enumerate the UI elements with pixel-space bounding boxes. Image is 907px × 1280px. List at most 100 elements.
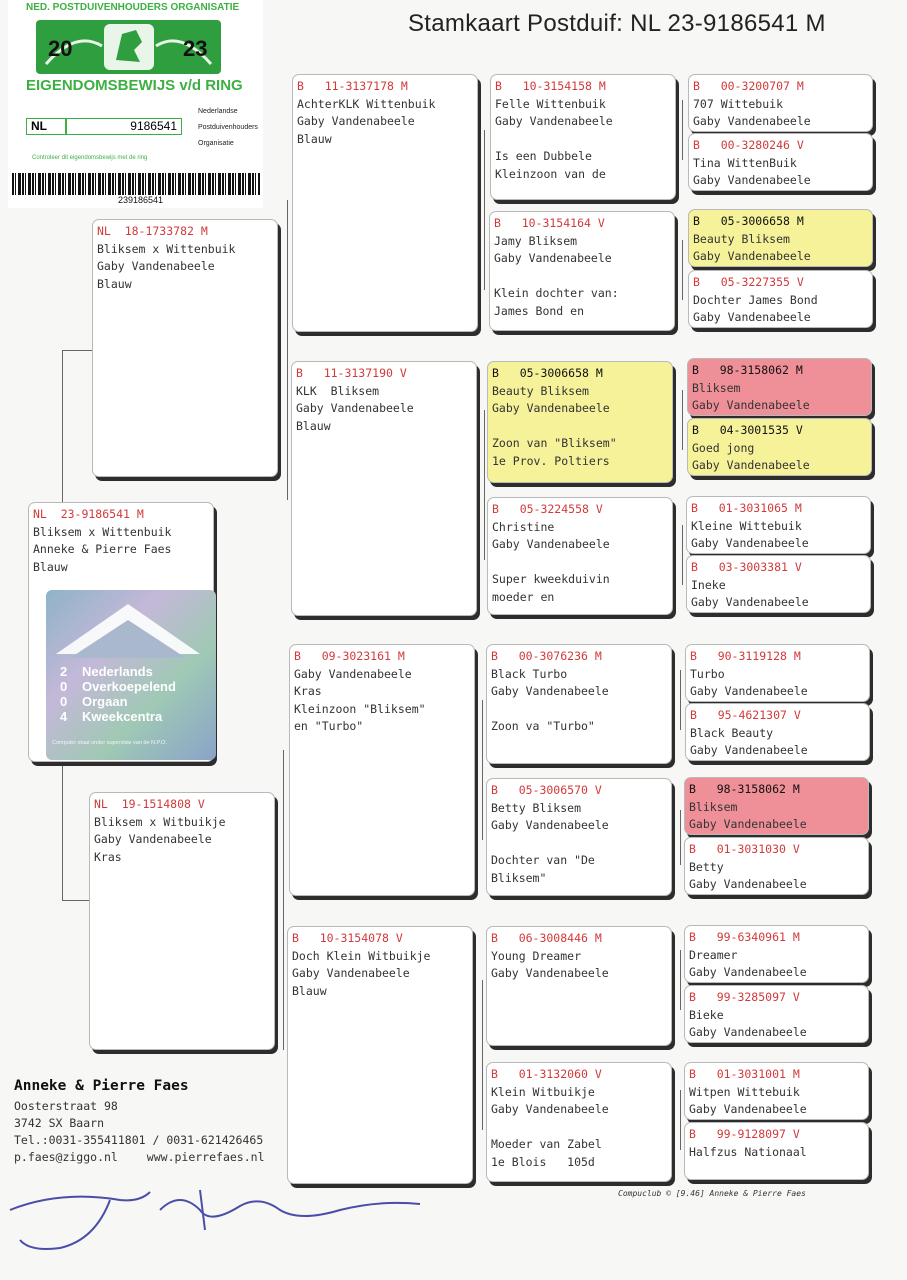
ring-number: B 01-3031065 M <box>691 501 802 515</box>
cert-organisation: NED. POSTDUIVENHOUDERS ORGANISATIE <box>26 2 240 13</box>
pigeon-line: KLK Bliksem <box>296 383 380 398</box>
pigeon-line: Gaby Vandenabeele <box>296 401 414 415</box>
ring-number: B 05-3006570 V <box>491 783 602 797</box>
software-footer: Compuclub © [9.46] Anneke & Pierre Faes <box>618 1189 806 1198</box>
pigeon-line: Dochter James Bond <box>693 292 818 307</box>
pigeon-card-gen4: B 01-3132060 V Klein Witbuikje Gaby Vand… <box>486 1062 672 1182</box>
ring-number: B 05-3006658 M <box>693 214 804 228</box>
pigeon-card-gen4-highlight: B 05-3006658 M Beauty Bliksem Gaby Vande… <box>487 361 673 483</box>
ring-number: B 98-3158062 M <box>689 782 800 796</box>
pigeon-card-gen5-highlight: B 98-3158062 M Bliksem Gaby Vandenabeele <box>684 777 869 835</box>
pigeon-card-gen5: B 00-3280246 V Tina WittenBuik Gaby Vand… <box>688 133 873 191</box>
pigeon-line: Gaby Vandenabeele <box>297 114 415 128</box>
ring-number: B 06-3008446 M <box>491 931 602 945</box>
pigeon-line: Bieke <box>689 1007 724 1022</box>
cert-npo-lines: Nederlandse Postduivenhouders Organisati… <box>198 104 258 152</box>
connector-line <box>680 1090 681 1150</box>
ring-number: B 00-3280246 V <box>693 138 804 152</box>
owner-block: Anneke & Pierre Faes Oosterstraat 98 374… <box>14 1078 265 1166</box>
spacer <box>491 1119 667 1137</box>
pigeon-line: Turbo <box>690 666 725 681</box>
cert-ring-number: 9186541 <box>66 118 182 135</box>
ring-number: B 90-3119128 M <box>690 649 801 663</box>
pigeon-line: Gaby Vandenabeele <box>690 684 808 698</box>
pigeon-card-gen5: B 95-4621307 V Black Beauty Gaby Vandena… <box>685 703 870 761</box>
pigeon-line: Gaby Vandenabeele <box>292 966 410 980</box>
connector-line <box>482 700 483 840</box>
ring-number: B 01-3132060 V <box>491 1067 602 1081</box>
pigeon-line: Bliksem <box>689 799 738 814</box>
pigeon-card-gen3: B 11-3137178 M AchterKLK Wittenbuik Gaby… <box>292 74 478 332</box>
pigeon-line: Blauw <box>292 983 327 998</box>
owner-contact: p.faes@ziggo.nl www.pierrefaes.nl <box>14 1149 265 1166</box>
ring-number: B 99-9128097 V <box>689 1127 800 1141</box>
ring-number: B 03-3003381 V <box>691 560 802 574</box>
ring-number: B 11-3137178 M <box>297 79 408 93</box>
pigeon-line: Gaby Vandenabeele <box>294 666 412 681</box>
pigeon-line: Gaby Vandenabeele <box>689 965 807 979</box>
pigeon-card-gen3: B 11-3137190 V KLK Bliksem Gaby Vandenab… <box>291 361 477 616</box>
pigeon-card-gen4: B 10-3154164 V Jamy Bliksem Gaby Vandena… <box>489 211 675 331</box>
pigeon-line: Gaby Vandenabeele <box>693 173 811 187</box>
pigeon-line: Gaby Vandenabeele <box>492 401 610 415</box>
cert-control-note: Controleer dit eigendomsbewijs met de ri… <box>32 155 148 161</box>
sticker-control: Computer staat onder supervisie van de N… <box>52 740 167 746</box>
pigeon-card-gen5: B 01-3031001 M Witpen Wittebuik Gaby Van… <box>684 1062 869 1120</box>
pigeon-line: Felle Wittenbuik <box>495 96 606 111</box>
npo-line: Postduivenhouders <box>198 124 258 131</box>
connector-line <box>682 100 683 160</box>
ring-number: B 01-3031030 V <box>689 842 800 856</box>
pigeon-card-gen5-highlight: B 98-3158062 M Bliksem Gaby Vandenabeele <box>687 358 872 416</box>
ring-number: B 00-3076236 M <box>491 649 602 663</box>
pigeon-line: en "Turbo" <box>294 719 364 733</box>
pigeon-line: Anneke & Pierre Faes <box>33 542 172 556</box>
year-digit: 0 <box>60 679 68 694</box>
pigeon-card-gen5: B 05-3227355 V Dochter James Bond Gaby V… <box>688 270 873 328</box>
pigeon-line: Kras <box>94 849 122 864</box>
connector-line <box>62 350 94 351</box>
owner-city: 3742 SX Baarn <box>14 1116 105 1130</box>
pigeon-card-gen4: B 00-3076236 M Black Turbo Gaby Vandenab… <box>486 644 672 764</box>
pigeon-card-gen5-highlight: B 04-3001535 V Goed jong Gaby Vandenabee… <box>687 418 872 476</box>
sticker-line: Orgaan <box>82 694 128 709</box>
pigeon-line: 707 Wittebuik <box>693 96 784 111</box>
ring-number: B 05-3227355 V <box>693 275 804 289</box>
pigeon-line: Kleinzoon "Bliksem" <box>294 701 426 716</box>
pigeon-line: Christine <box>492 519 555 534</box>
ring-number: NL 19-1514808 V <box>94 797 205 811</box>
pigeon-line: Betty Bliksem <box>491 800 582 815</box>
pigeon-line: Is een Dubbele <box>495 149 592 163</box>
pigeon-line: Doch Klein Witbuikje <box>292 948 431 963</box>
pigeon-line: Gaby Vandenabeele <box>495 114 613 128</box>
connector-line <box>484 410 485 560</box>
pigeon-card-gen4: B 06-3008446 M Young Dreamer Gaby Vanden… <box>486 926 672 1046</box>
pigeon-card-gen5-highlight: B 05-3006658 M Beauty Bliksem Gaby Vande… <box>688 209 873 267</box>
pigeon-line: Gaby Vandenabeele <box>491 684 609 698</box>
hologram-sticker: 2 0 0 4 Nederlands Overkoepelend Orgaan … <box>46 590 216 760</box>
pigeon-line: Bliksem <box>692 380 741 395</box>
pigeon-card-gen4: B 10-3154158 M Felle Wittenbuik Gaby Van… <box>490 74 676 200</box>
pigeon-line: Bliksem x Witbuikje <box>94 814 226 829</box>
spacer <box>491 835 667 853</box>
connector-line <box>682 525 683 585</box>
ring-number: B 01-3031001 M <box>689 1067 800 1081</box>
pigeon-card-gen3: B 09-3023161 M Gaby Vandenabeele Kras Kl… <box>289 644 475 896</box>
npo-line: Organisatie <box>198 140 234 147</box>
pigeon-card-gen5: B 99-6340961 M Dreamer Gaby Vandenabeele <box>684 925 869 983</box>
connector-line <box>680 670 681 730</box>
pigeon-line: Blauw <box>97 276 132 291</box>
pigeon-line: Gaby Vandenabeele <box>689 877 807 891</box>
connector-line <box>62 900 90 901</box>
cert-country: NL <box>26 118 66 135</box>
pigeon-line: Black Turbo <box>491 666 568 681</box>
owner-street: Oosterstraat 98 <box>14 1099 118 1113</box>
connector-line <box>62 350 63 505</box>
ring-number: B 10-3154164 V <box>494 216 605 230</box>
pigeon-line: Blauw <box>297 131 332 146</box>
pigeon-line: Kras <box>294 684 322 698</box>
pigeon-line: AchterKLK Wittenbuik <box>297 96 436 111</box>
pigeon-line: Zoon van "Bliksem" <box>492 436 617 450</box>
spacer <box>494 268 670 286</box>
pigeon-line: Gaby Vandenabeele <box>492 537 610 551</box>
